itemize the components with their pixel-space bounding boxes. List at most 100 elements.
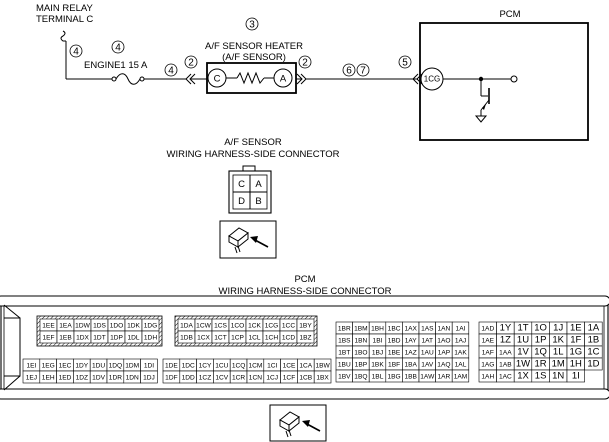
pcm-pin-label-1cc: 1CC — [282, 322, 295, 329]
sensor-pin-c-label: C — [214, 74, 221, 85]
pcm-pin-label-1cw: 1CW — [196, 322, 211, 329]
pcm-pin-label-1av: 1AV — [421, 361, 434, 368]
pcm-pin-label-1df: 1DF — [165, 374, 177, 381]
pcm-pin-label-1o: 1O — [534, 322, 547, 333]
pcm-pin-label-1ch: 1CH — [265, 334, 278, 341]
pcm-pin-label-1ae: 1AE — [482, 337, 495, 344]
pcm-pin-label-1dh: 1DH — [144, 334, 157, 341]
pcm-pin-label-1cs: 1CS — [214, 322, 227, 329]
pcm-pin-label-1bt: 1BT — [338, 349, 350, 356]
svg-text:4: 4 — [115, 43, 121, 54]
pcm-pin-label-1do: 1DO — [110, 322, 124, 329]
pcm-pin-label-1ar: 1AR — [437, 373, 450, 380]
pcm-pin-label-1au: 1AU — [421, 349, 434, 356]
pcm-pin-label-1ao: 1AO — [437, 337, 450, 344]
pcm-pin-label-1cz: 1CZ — [199, 374, 211, 381]
pcm-pin-label-1cx: 1CX — [197, 334, 210, 341]
pcm-pin-label-1dd: 1DD — [182, 374, 195, 381]
pcm-pin-label-1dp: 1DP — [110, 334, 123, 341]
pcm-pin-label-1bo: 1BO — [354, 349, 367, 356]
pcm-pin-label-1ej: 1EJ — [26, 374, 37, 381]
pcm-pin-label-1aj: 1AJ — [455, 337, 466, 344]
connector-view-icon — [219, 220, 277, 259]
pcm-pin-label-1ai: 1AI — [456, 325, 466, 332]
pcm-pin-label-1n: 1N — [552, 370, 564, 381]
pcm-pin-cell — [296, 330, 315, 344]
pcm-pin-label-1dy: 1DY — [75, 362, 88, 369]
pcm-pin-label-1c: 1C — [587, 346, 599, 357]
pcm-pin-label-1ab: 1AB — [499, 361, 512, 368]
af-connector-pin-b: B — [255, 196, 261, 207]
pcm-pin-label-1ci: 1CI — [267, 362, 277, 369]
callout-7: 7 — [356, 63, 370, 77]
pcm-pin-label-1aw: 1AW — [420, 373, 435, 380]
pcm-pin-label-1t: 1T — [517, 322, 528, 333]
pcm-pin-label-1bi: 1BI — [373, 337, 383, 344]
pcm-pin-label-1bw: 1BW — [315, 362, 330, 369]
pcm-terminal-label: 1CG — [424, 75, 440, 84]
pcm-pin-label-1i: 1I — [572, 370, 580, 381]
pcm-pin-cell — [141, 330, 160, 344]
svg-text:7: 7 — [360, 66, 366, 77]
pcm-pin-label-1dz: 1DZ — [76, 374, 88, 381]
pcm-pin-label-1am: 1AM — [454, 373, 468, 380]
pcm-pin-label-1cr: 1CR — [232, 374, 245, 381]
pcm-pin-label-1m: 1M — [552, 358, 565, 369]
pcm-pin-label-1cj: 1CJ — [266, 374, 278, 381]
pcm-pin-label-1dm: 1DM — [125, 362, 139, 369]
callout-3: 3 — [245, 17, 259, 31]
pcm-pin-label-1an: 1AN — [437, 325, 450, 332]
pcm-pin-label-1ce: 1CE — [283, 362, 296, 369]
pcm-pin-label-1ea: 1EA — [59, 322, 72, 329]
pcm-pin-label-1dx: 1DX — [76, 334, 89, 341]
pcm-pin-label-1dc: 1DC — [182, 362, 195, 369]
pcm-pin-label-1co: 1CO — [231, 322, 245, 329]
pcm-title: PCM — [499, 9, 520, 20]
pcm-pin-label-1bm: 1BM — [354, 325, 368, 332]
pcm-pin-label-1cf: 1CF — [283, 374, 295, 381]
af-sensor-connector-subtitle: WIRING HARNESS-SIDE CONNECTOR — [167, 149, 340, 160]
pcm-pin-label-1db: 1DB — [180, 334, 193, 341]
pcm-pin-label-1ca: 1CA — [299, 362, 312, 369]
pcm-pin-label-1at: 1AT — [421, 337, 433, 344]
pcm-pin-label-1ac: 1AC — [499, 373, 512, 380]
svg-text:4: 4 — [168, 66, 174, 77]
pcm-pin-label-1l: 1L — [553, 346, 564, 357]
pcm-pin-label-1ei: 1EI — [26, 362, 36, 369]
svg-text:2: 2 — [188, 58, 194, 69]
pcm-pin-label-1dj: 1DJ — [143, 374, 155, 381]
callout-4: 4 — [69, 44, 83, 58]
pcm-pin-label-1ad: 1AD — [481, 325, 494, 332]
pcm-pin-label-1dn: 1DN — [126, 374, 139, 381]
pcm-pin-label-1bj: 1BJ — [372, 349, 383, 356]
pcm-pin-label-1bl: 1BL — [372, 373, 384, 380]
pcm-pin-label-1dk: 1DK — [127, 322, 140, 329]
pcm-pin-label-1ef: 1EF — [42, 334, 54, 341]
main-relay-label-terminal: TERMINAL C — [36, 14, 93, 25]
pcm-pin-label-1az: 1AZ — [405, 349, 417, 356]
pcm-pin-label-1f: 1F — [570, 334, 581, 345]
pcm-pin-label-1bs: 1BS — [338, 337, 351, 344]
heater-resistor-icon — [236, 71, 265, 85]
ground-icon — [474, 115, 488, 123]
pcm-pin-label-1q: 1Q — [534, 346, 547, 357]
pcm-pin-label-1a: 1A — [588, 322, 600, 333]
pcm-pin-label-1br: 1BR — [338, 325, 351, 332]
pcm-pin-label-1cp: 1CP — [231, 334, 244, 341]
pcm-pin-cell — [140, 370, 158, 384]
pcm-pin-label-1bb: 1BB — [404, 373, 417, 380]
pcm-pin-label-1s: 1S — [535, 370, 547, 381]
pcm-pin-label-1bz: 1BZ — [299, 334, 311, 341]
pcm-internal-terminal — [510, 75, 518, 83]
fuse-icon — [111, 73, 145, 85]
pcm-pin-label-1aq: 1AQ — [437, 361, 450, 368]
pcm-pin-label-1du: 1DU — [92, 362, 105, 369]
callout-4: 4 — [164, 63, 178, 77]
af-sensor-heater-box — [206, 62, 297, 94]
pcm-connector-title: PCM — [294, 274, 315, 285]
pcm-pin-label-1ax: 1AX — [404, 325, 417, 332]
pcm-pin-label-1bh: 1BH — [371, 325, 384, 332]
pcm-box — [419, 22, 589, 141]
